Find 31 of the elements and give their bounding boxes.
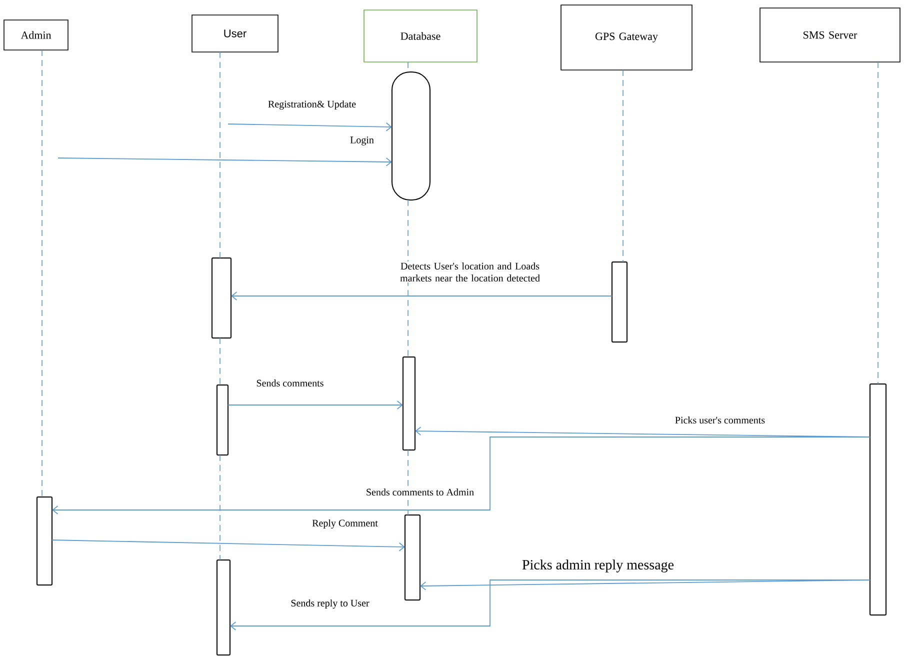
participant-box: Database [364,10,478,62]
activation-bar [212,258,232,338]
participant-box: GPS Gateway [560,4,692,70]
message-arrow [52,540,405,552]
message-label: Sends reply to User [291,599,370,609]
message-label: Picks admin reply message [522,560,674,572]
message-label: Login [350,136,374,146]
activation-bar [870,384,886,616]
message-arrow [52,436,870,514]
activation-bar [402,356,416,450]
message-arrow [230,580,870,630]
participant-box: User [192,14,278,52]
database-capsule [392,72,430,200]
message-arrow [228,122,392,132]
lifeline [622,70,624,262]
message-label: Detects User's location and Loads markets near the location detected [400,262,540,282]
message-label: Sends comments to Admin [366,488,474,496]
message-arrow [58,157,392,166]
message-label: Reply Comment [312,519,378,529]
activation-bar [36,496,52,586]
activation-bar [216,560,230,656]
message-arrow [231,292,612,300]
message-label: Sends comments [256,379,324,387]
message-arrow [228,400,403,410]
participant-box: SMS Server [760,8,900,62]
activation-bar [404,514,420,600]
message-label: Registration& Update [268,100,356,110]
participant-box: Admin [4,20,68,50]
activation-bar [216,384,228,456]
activation-bar [612,262,628,342]
message-label: Picks user's comments [675,416,765,424]
